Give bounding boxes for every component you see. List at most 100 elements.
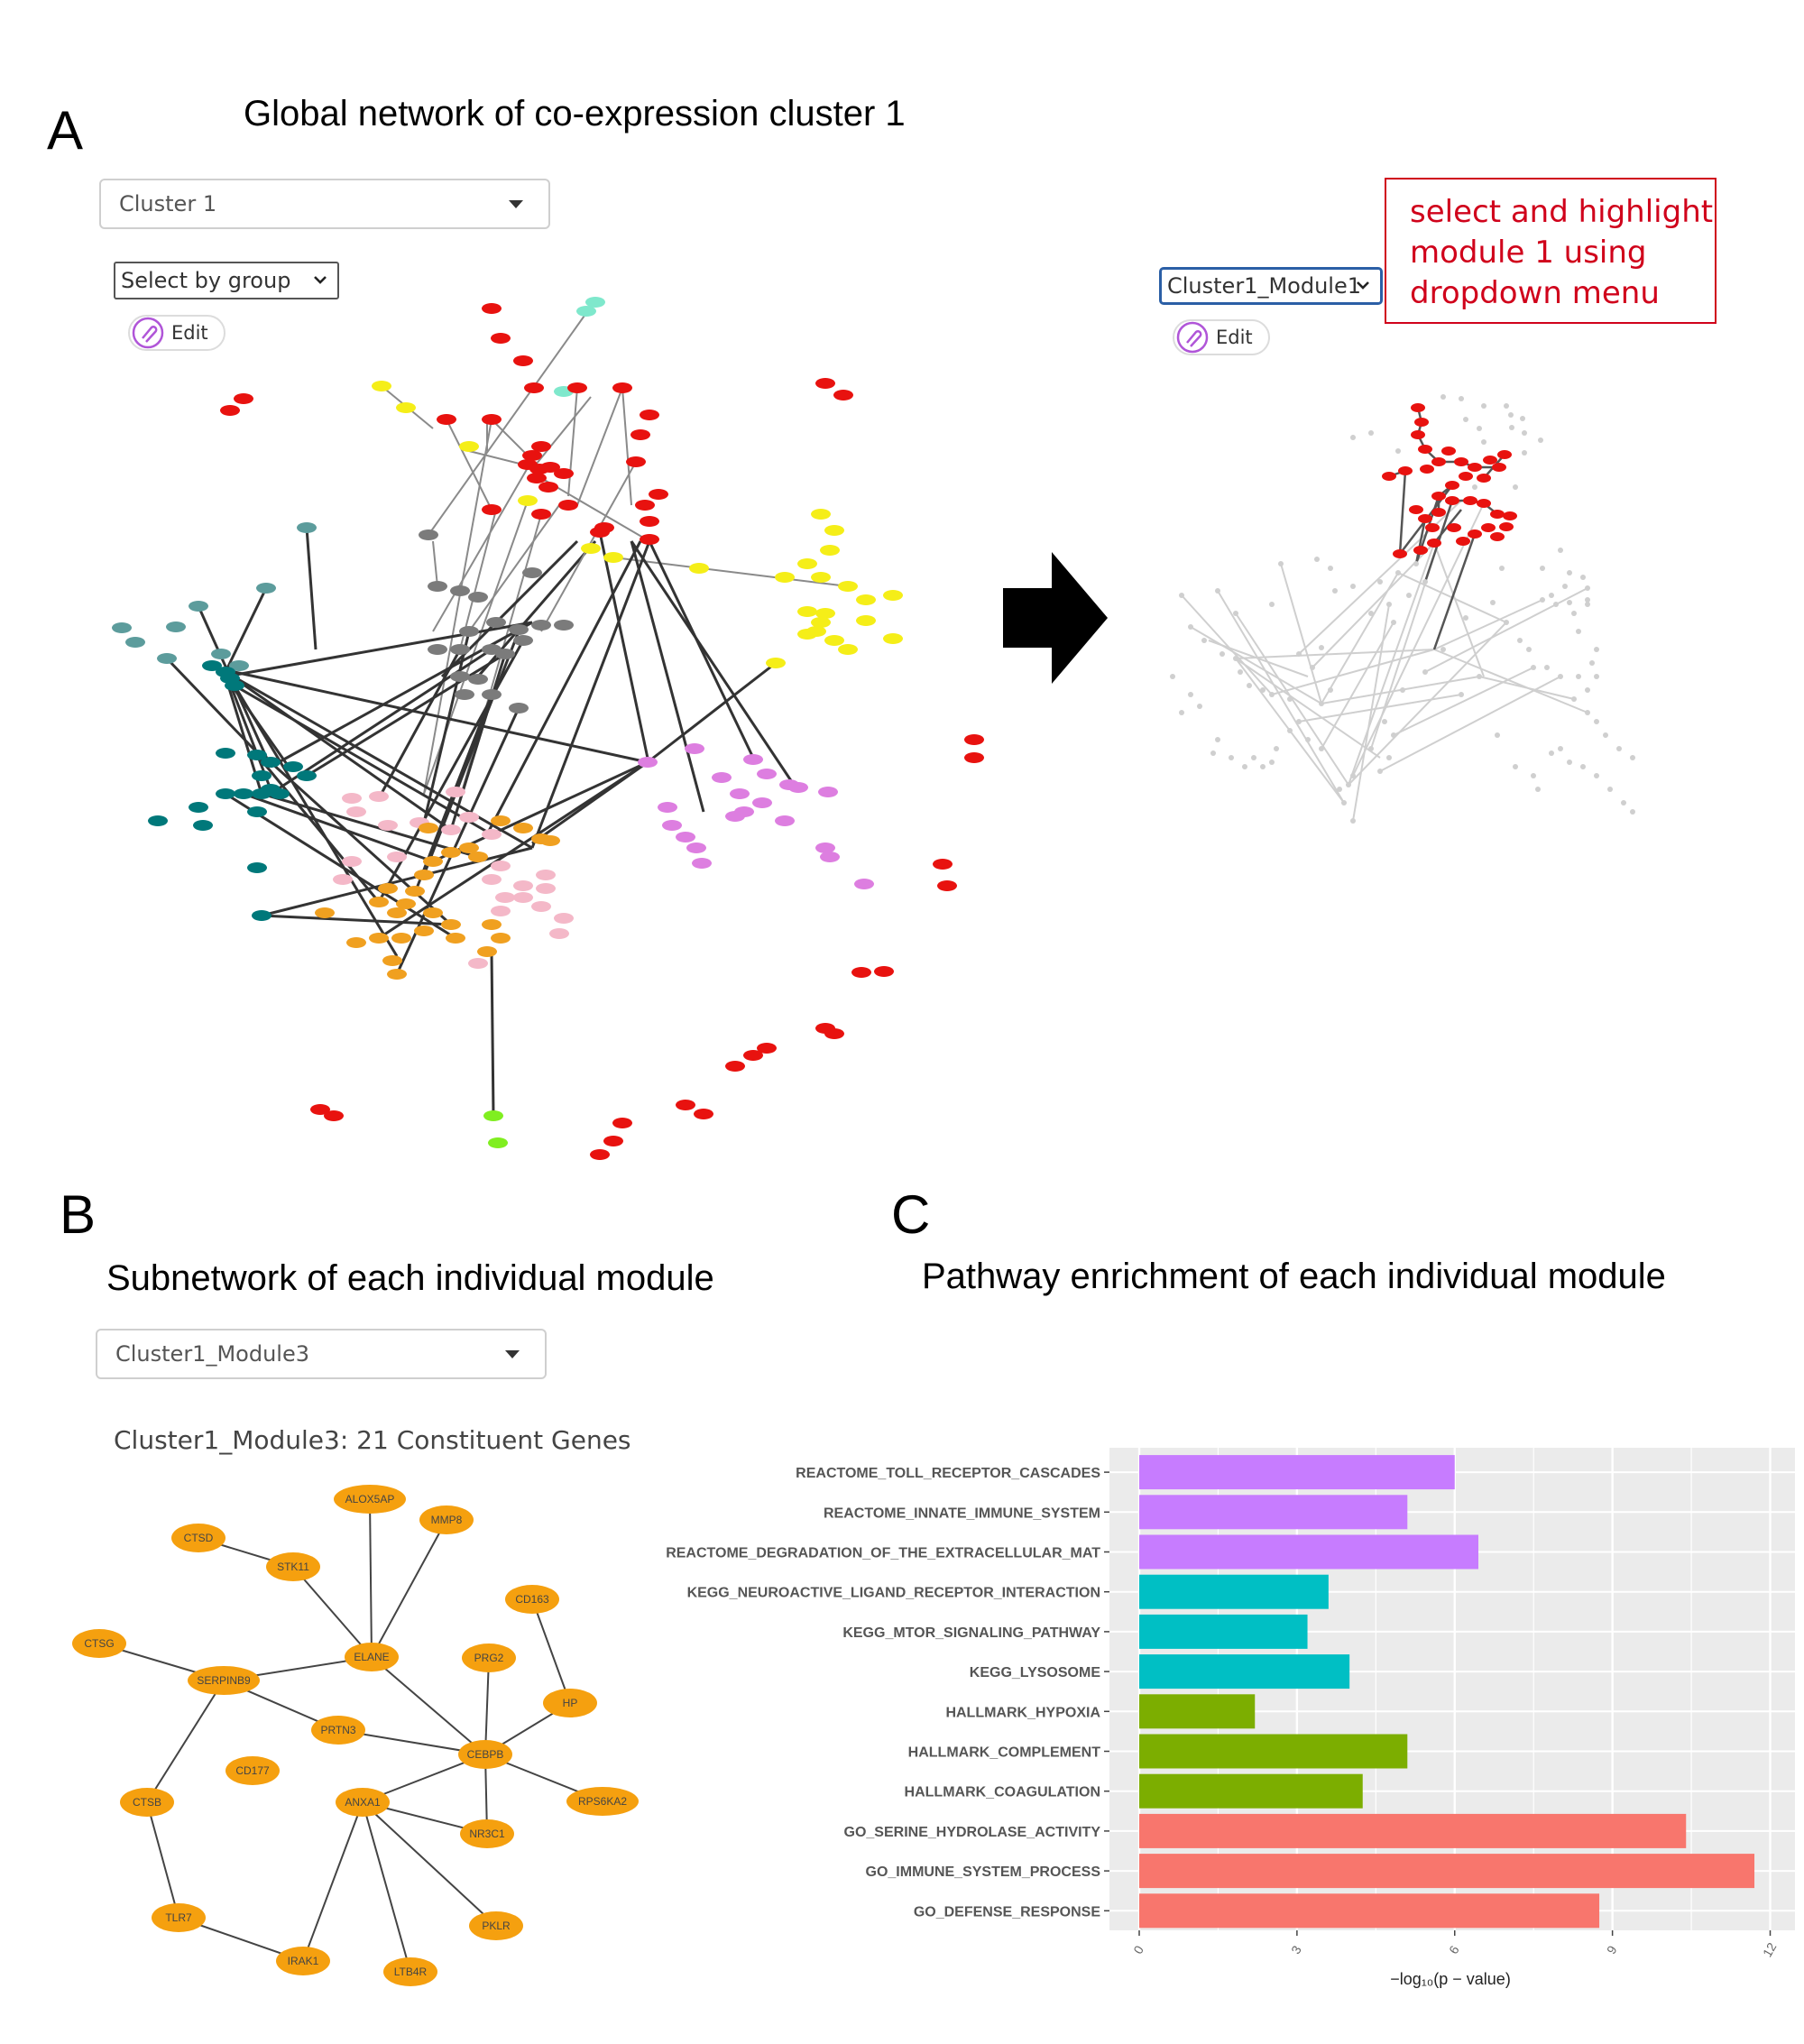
network-node[interactable] (824, 525, 844, 536)
network-node[interactable] (1508, 412, 1514, 418)
network-node[interactable] (1220, 651, 1225, 657)
network-node[interactable] (216, 748, 235, 759)
network-node[interactable] (1269, 602, 1275, 607)
gene-node[interactable] (566, 1787, 639, 1816)
network-node[interactable] (689, 563, 709, 574)
network-node[interactable] (483, 1110, 503, 1121)
network-node[interactable] (824, 1028, 844, 1039)
network-node[interactable] (854, 879, 874, 889)
network-node[interactable] (1341, 800, 1347, 806)
network-node[interactable] (1562, 584, 1568, 589)
gene-node[interactable] (120, 1788, 174, 1817)
network-node[interactable] (1585, 602, 1590, 607)
network-node[interactable] (1558, 548, 1563, 553)
network-node[interactable] (202, 660, 222, 671)
network-node[interactable] (112, 622, 132, 633)
network-node[interactable] (509, 703, 529, 714)
network-node[interactable] (488, 1137, 508, 1148)
network-node[interactable] (838, 581, 858, 592)
network-node[interactable] (626, 456, 646, 467)
network-node[interactable] (1413, 561, 1419, 566)
network-node[interactable] (590, 1149, 610, 1160)
network-node[interactable] (685, 743, 704, 754)
highlighted-node[interactable] (1431, 492, 1446, 501)
network-node[interactable] (477, 946, 497, 957)
network-node[interactable] (630, 429, 650, 440)
network-node[interactable] (874, 966, 894, 977)
network-node[interactable] (378, 883, 398, 894)
highlighted-node[interactable] (1418, 445, 1432, 454)
network-node[interactable] (482, 829, 502, 840)
network-node[interactable] (1580, 764, 1586, 769)
network-node[interactable] (692, 858, 712, 869)
network-node[interactable] (856, 615, 876, 626)
network-node[interactable] (1540, 566, 1545, 571)
network-node[interactable] (937, 880, 957, 891)
network-node[interactable] (157, 653, 177, 664)
network-node[interactable] (1210, 750, 1216, 756)
network-node[interactable] (1233, 611, 1238, 616)
network-node[interactable] (1513, 484, 1518, 490)
network-node[interactable] (1337, 787, 1342, 792)
network-node[interactable] (419, 823, 438, 833)
network-node[interactable] (524, 382, 544, 393)
network-node[interactable] (527, 473, 547, 483)
network-node[interactable] (1589, 660, 1595, 666)
network-node[interactable] (428, 581, 447, 592)
network-node[interactable] (820, 545, 840, 556)
network-node[interactable] (1522, 430, 1527, 436)
network-node[interactable] (513, 635, 533, 646)
network-node[interactable] (211, 649, 231, 659)
network-node[interactable] (558, 500, 578, 511)
network-node[interactable] (531, 441, 551, 452)
network-node[interactable] (1238, 669, 1243, 675)
network-node[interactable] (725, 1061, 745, 1072)
network-node[interactable] (964, 734, 984, 745)
network-node[interactable] (757, 1043, 777, 1054)
network-node[interactable] (423, 856, 443, 867)
highlighted-node[interactable] (1411, 403, 1425, 412)
network-node[interactable] (513, 880, 533, 891)
network-node[interactable] (594, 522, 614, 533)
network-node[interactable] (1247, 683, 1252, 688)
network-node[interactable] (1481, 403, 1486, 409)
network-node[interactable] (712, 772, 732, 783)
network-node[interactable] (342, 856, 362, 867)
network-node[interactable] (1395, 570, 1401, 575)
network-node[interactable] (1526, 647, 1532, 652)
gene-node[interactable] (469, 1911, 523, 1940)
network-node[interactable] (1332, 588, 1338, 594)
highlighted-node[interactable] (1477, 499, 1491, 508)
network-node[interactable] (247, 806, 267, 817)
network-node[interactable] (1540, 597, 1545, 603)
network-node[interactable] (883, 590, 903, 601)
network-node[interactable] (518, 495, 538, 506)
network-node[interactable] (676, 832, 695, 842)
network-node[interactable] (658, 802, 677, 813)
network-node[interactable] (261, 757, 281, 768)
network-node[interactable] (491, 333, 511, 344)
gene-node[interactable] (276, 1947, 330, 1975)
network-node[interactable] (1310, 665, 1315, 670)
network-node[interactable] (531, 509, 551, 520)
network-node[interactable] (387, 969, 407, 980)
network-node[interactable] (1368, 746, 1374, 751)
network-node[interactable] (554, 913, 574, 924)
network-node[interactable] (482, 919, 502, 930)
gene-node[interactable] (505, 1585, 559, 1614)
cluster-select[interactable]: Cluster 1 (99, 179, 550, 229)
network-node[interactable] (1616, 746, 1622, 751)
network-node[interactable] (549, 928, 569, 939)
highlighted-node[interactable] (1393, 549, 1407, 558)
highlighted-node[interactable] (1441, 447, 1456, 456)
network-node[interactable] (256, 583, 276, 594)
highlighted-node[interactable] (1456, 537, 1470, 546)
network-node[interactable] (455, 689, 474, 700)
gene-node[interactable] (188, 1666, 260, 1695)
network-node[interactable] (369, 897, 389, 907)
network-node[interactable] (522, 567, 542, 578)
network-node[interactable] (382, 955, 402, 966)
network-node[interactable] (509, 624, 529, 635)
network-node[interactable] (531, 620, 551, 631)
network-node[interactable] (1544, 665, 1550, 670)
